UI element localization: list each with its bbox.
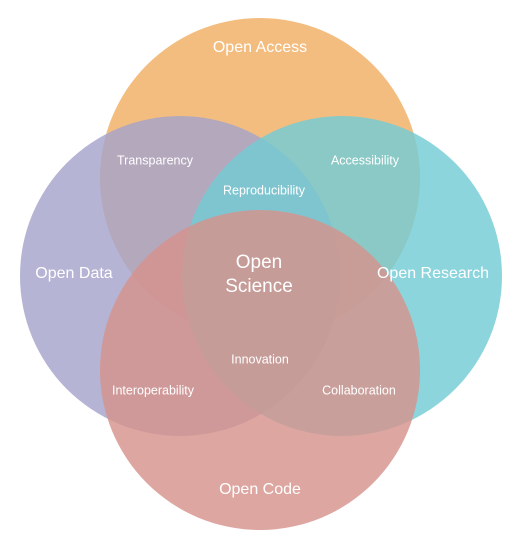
label-interoperability: Interoperability [112, 383, 195, 397]
label-open-access: Open Access [213, 39, 307, 56]
circle-open-code [100, 210, 420, 530]
venn-labels: Open Access Open Data Open Research Open… [35, 39, 489, 498]
label-collaboration: Collaboration [322, 383, 396, 397]
label-center-open: Open [236, 252, 282, 273]
label-reproducibility: Reproducibility [223, 183, 306, 197]
label-open-data: Open Data [35, 265, 112, 282]
label-transparency: Transparency [117, 153, 194, 167]
venn-circles [20, 18, 502, 530]
label-open-research: Open Research [377, 265, 489, 282]
label-innovation: Innovation [231, 352, 289, 366]
label-center-science: Science [225, 276, 293, 297]
label-accessibility: Accessibility [331, 153, 400, 167]
label-open-code: Open Code [219, 481, 301, 498]
